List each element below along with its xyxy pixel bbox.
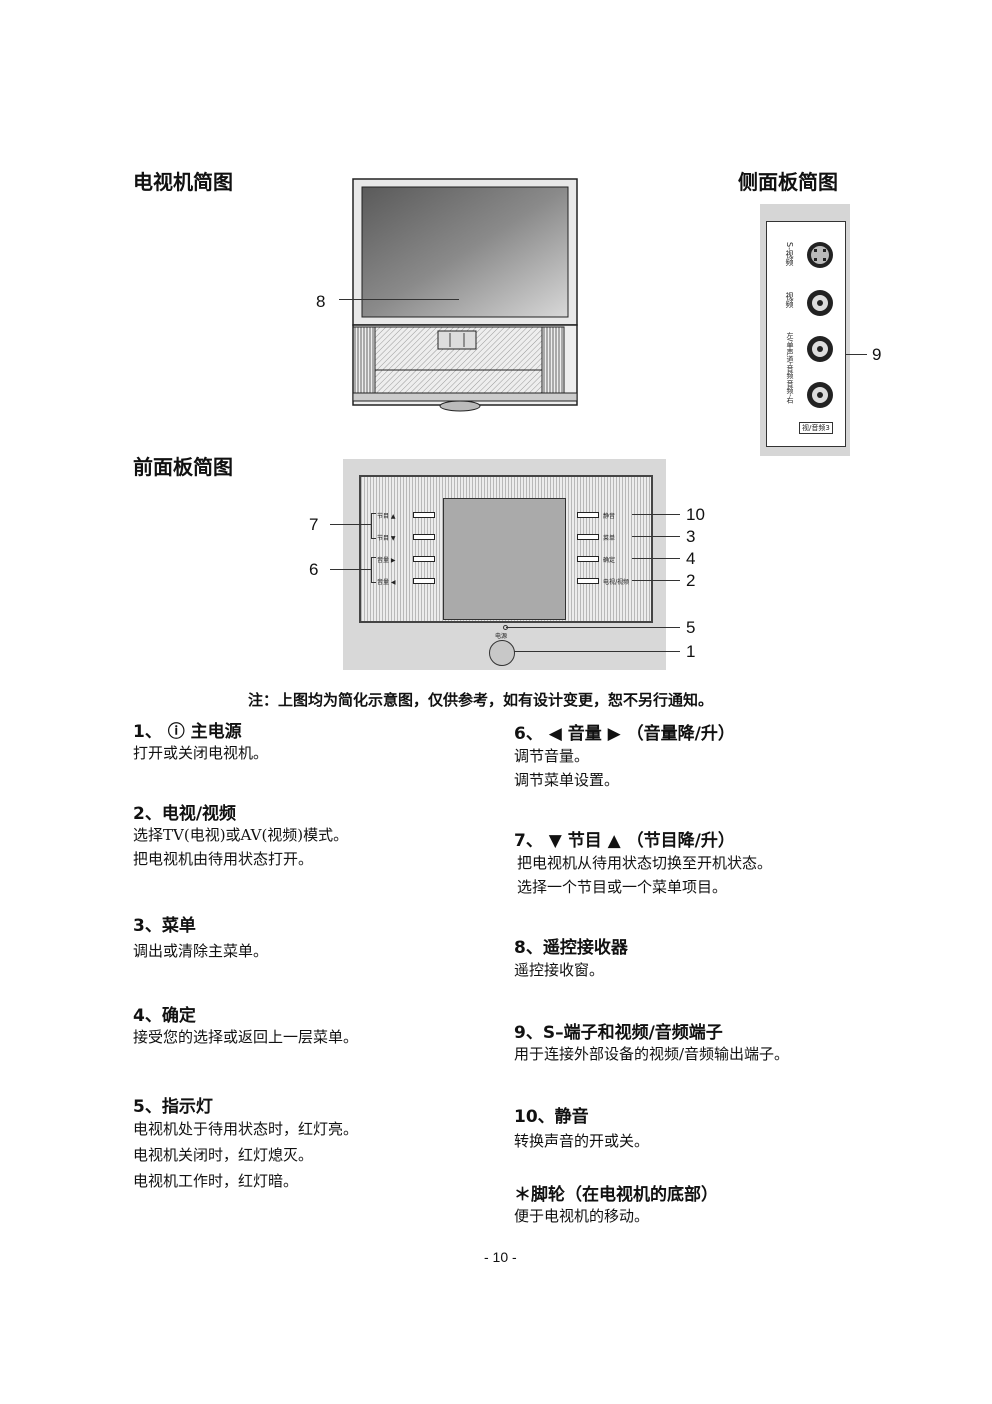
s-video-jack — [807, 242, 833, 268]
callout-bracket-6 — [371, 557, 376, 583]
label-video: 视频 — [785, 292, 794, 308]
callout-10: 10 — [686, 505, 705, 524]
item-6-desc: 调节音量。 调节菜单设置。 — [514, 744, 619, 792]
menu-button[interactable] — [577, 534, 599, 540]
tv-illustration — [352, 178, 578, 412]
item-9-line-1: 用于连接外部设备的视频/音频输出端子。 — [514, 1045, 790, 1063]
item-casters-desc: 便于电视机的移动。 — [514, 1204, 649, 1228]
heading-tv-diagram: 电视机简图 — [133, 170, 233, 194]
label-tvav: 电视/视频 — [603, 579, 630, 586]
tv-diagram — [300, 175, 580, 415]
page-number: - 10 - — [484, 1249, 517, 1265]
item-7-desc: 把电视机从待用状态切换至开机状态。 选择一个节目或一个菜单项目。 — [517, 851, 772, 899]
callout-6: 6 — [309, 560, 319, 579]
label-s-video: S-视频 — [785, 242, 794, 266]
item-3-title: 3、菜单 — [133, 916, 196, 936]
item-9-desc: 用于连接外部设备的视频/音频输出端子。 — [514, 1042, 789, 1066]
item-10-title: 10、静音 — [514, 1107, 589, 1127]
label-mute: 静音 — [603, 513, 616, 520]
item-1-desc: 打开或关闭电视机。 — [133, 741, 268, 765]
label-prog-down: 节目 ▼ — [377, 535, 396, 542]
callout-line-10 — [632, 514, 680, 515]
label-power: 电源 — [495, 633, 508, 640]
callout-2: 2 — [686, 571, 696, 590]
side-panel-inner: S-视频 视频 左/单声道-音频 音频-右 视/音频3 — [766, 221, 846, 447]
item-6-title: 6、 ◀ 音量 ▶ （音量降/升） — [514, 724, 735, 744]
item-5-line-3: 电视机工作时，红灯暗。 — [133, 1172, 299, 1190]
callout-line-2 — [632, 580, 680, 581]
callout-8: 8 — [316, 292, 326, 311]
label-menu: 菜单 — [603, 535, 616, 542]
side-panel-diagram: S-视频 视频 左/单声道-音频 音频-右 视/音频3 — [760, 204, 850, 456]
callout-line-8 — [339, 299, 459, 300]
video-jack — [807, 290, 833, 316]
item-10-line-1: 转换声音的开或关。 — [514, 1132, 650, 1150]
item-2-desc: 选择TV(电视)或AV(视频)模式。 把电视机由待用状态打开。 — [133, 823, 348, 871]
prog-down-button[interactable] — [413, 534, 435, 540]
label-audio-left: 左/单声道-音频 — [786, 332, 794, 379]
item-6-line-1: 调节音量。 — [514, 747, 590, 765]
callout-1: 1 — [686, 642, 696, 661]
ok-button[interactable] — [577, 556, 599, 562]
item-7-title: 7、 ▼ 节目 ▲ （节目降/升） — [514, 831, 735, 851]
prog-up-button[interactable] — [413, 512, 435, 518]
item-8-line-1: 遥控接收窗。 — [514, 961, 605, 979]
item-8-desc: 遥控接收窗。 — [514, 958, 604, 982]
callout-9: 9 — [872, 345, 882, 364]
item-2-line-1: 选择TV(电视)或AV(视频)模式。 — [133, 826, 349, 844]
power-button[interactable] — [489, 640, 515, 666]
item-5-title: 5、指示灯 — [133, 1097, 213, 1117]
callout-bracket-7 — [371, 513, 376, 539]
item-5-desc: 电视机处于待用状态时，红灯亮。 电视机关闭时，红灯熄灭。 电视机工作时，红灯暗。 — [133, 1116, 358, 1194]
item-4-line-1: 接受您的选择或返回上一层菜单。 — [133, 1028, 359, 1046]
item-3-desc: 调出或清除主菜单。 — [133, 939, 268, 963]
front-panel-screen — [443, 498, 566, 620]
label-ok: 确定 — [603, 557, 616, 564]
callout-line-7 — [330, 524, 372, 525]
callout-line-1 — [514, 651, 680, 652]
item-10-desc: 转换声音的开或关。 — [514, 1129, 649, 1153]
audio-left-jack — [807, 336, 833, 362]
audio-right-jack — [807, 382, 833, 408]
label-vol-up: 音量 ▶ — [377, 557, 396, 564]
vol-down-button[interactable] — [413, 578, 435, 584]
item-2-line-2: 把电视机由待用状态打开。 — [133, 850, 314, 868]
item-8-title: 8、遥控接收器 — [514, 938, 628, 958]
callout-line-5 — [506, 627, 680, 628]
item-casters-line-1: 便于电视机的移动。 — [514, 1207, 650, 1225]
heading-side-panel: 侧面板简图 — [738, 170, 838, 194]
callout-4: 4 — [686, 549, 696, 568]
item-9-title: 9、S–端子和视频/音频端子 — [514, 1023, 723, 1043]
item-1-title: 1、 ⓘ 主电源 — [133, 722, 242, 742]
label-prog-up: 节目 ▲ — [377, 513, 396, 520]
vol-up-button[interactable] — [413, 556, 435, 562]
callout-line-9 — [845, 354, 867, 355]
disclaimer-note: 注：上图均为简化示意图，仅供参考，如有设计变更，恕不另行通知。 — [248, 691, 714, 709]
tvav-button[interactable] — [577, 578, 599, 584]
callout-7: 7 — [309, 515, 319, 534]
item-6-line-2: 调节菜单设置。 — [514, 771, 620, 789]
front-panel-diagram: 节目 ▲ 节目 ▼ 音量 ▶ 音量 ◀ 静音 菜单 确定 电视/视频 电源 — [343, 459, 666, 670]
mute-button[interactable] — [577, 512, 599, 518]
item-7-line-2: 选择一个节目或一个菜单项目。 — [517, 878, 728, 896]
callout-line-6 — [330, 569, 372, 570]
item-5-line-2: 电视机关闭时，红灯熄灭。 — [133, 1146, 314, 1164]
item-4-title: 4、确定 — [133, 1006, 196, 1026]
item-5-line-1: 电视机处于待用状态时，红灯亮。 — [133, 1120, 359, 1138]
item-1-line-1: 打开或关闭电视机。 — [133, 744, 269, 762]
item-3-line-1: 调出或清除主菜单。 — [133, 942, 269, 960]
callout-line-4 — [632, 558, 680, 559]
callout-line-3 — [632, 536, 680, 537]
label-audio-right: 音频-右 — [786, 380, 794, 404]
label-av3: 视/音频3 — [799, 422, 833, 434]
item-casters-title: ＊脚轮（在电视机的底部） — [514, 1185, 718, 1205]
item-2-title: 2、电视/视频 — [133, 804, 237, 824]
item-4-desc: 接受您的选择或返回上一层菜单。 — [133, 1025, 358, 1049]
callout-3: 3 — [686, 527, 696, 546]
callout-5: 5 — [686, 618, 696, 637]
item-7-line-1: 把电视机从待用状态切换至开机状态。 — [517, 854, 773, 872]
heading-front-panel: 前面板简图 — [133, 455, 233, 479]
label-vol-down: 音量 ◀ — [377, 579, 396, 586]
